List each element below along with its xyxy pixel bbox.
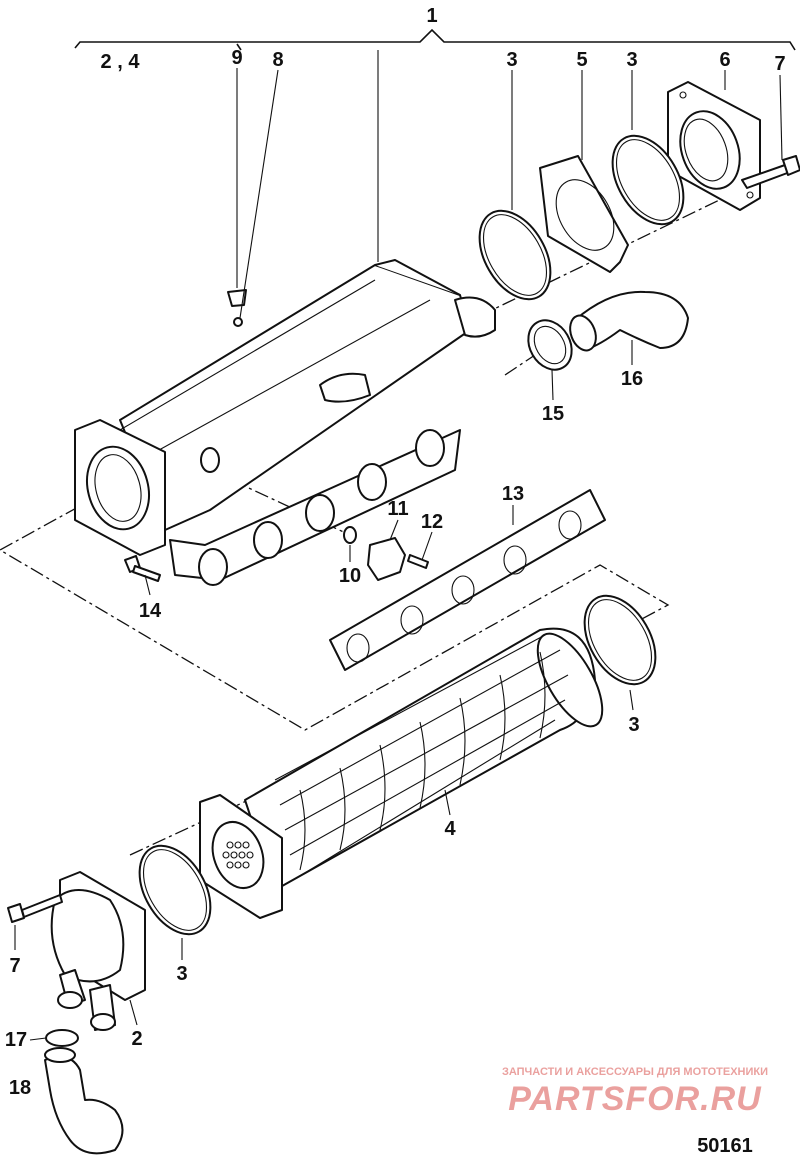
callout-14: 14: [139, 600, 162, 622]
callout-3-d: 3: [176, 963, 187, 985]
cap-part-9: [227, 289, 247, 307]
callout-11: 11: [387, 498, 408, 520]
callout-17: 17: [5, 1029, 27, 1051]
bolt-part-7-top: [741, 155, 800, 189]
callout-8: 8: [272, 49, 283, 71]
callout-4: 4: [444, 818, 456, 840]
sensor-part-11: [367, 537, 406, 581]
callout-10: 10: [339, 565, 361, 587]
o-ring-part-3-bottom: [138, 844, 212, 936]
assembly-bracket: [74, 28, 796, 51]
figure-number: 50161: [697, 1135, 753, 1157]
callout-7-b: 7: [9, 955, 20, 977]
hose-part-18: [44, 1047, 124, 1155]
callout-2: 2: [131, 1028, 142, 1050]
gasket-part-13: [329, 489, 606, 671]
clamp-part-15: [527, 319, 573, 371]
bolt-part-7-bottom: [7, 894, 63, 923]
callout-1: 1: [426, 5, 437, 27]
hose-part-16: [569, 290, 689, 352]
gasket-part-5: [539, 155, 629, 273]
end-cap-part-2: [50, 871, 146, 1031]
callout-15: 15: [542, 403, 564, 425]
callout-7-a: 7: [774, 53, 785, 75]
callout-3-c: 3: [628, 714, 639, 736]
screw-part-12: [407, 554, 429, 569]
callout-6: 6: [719, 49, 730, 71]
callout-3-a: 3: [506, 49, 517, 71]
end-cap-part-6: [667, 81, 761, 211]
o-ring-part-3-bottom-inner: [142, 849, 208, 931]
callout-2-4: 2 , 4: [101, 51, 141, 73]
tube-bundle-part-4: [199, 627, 604, 919]
tube-sheet-holes: [222, 841, 254, 869]
o-ring-part-8: [233, 317, 243, 327]
bolt-part-14: [124, 555, 161, 582]
o-ring-part-3-mid: [478, 209, 552, 301]
o-ring-part-3-top-inner: [615, 139, 681, 221]
o-ring-part-3-mid-inner: [482, 214, 548, 296]
callout-16: 16: [621, 368, 643, 390]
manifold-part-1: [74, 259, 496, 586]
callout-9: 9: [231, 47, 242, 69]
callout-labels: 1 2 , 4 9 8 3 5 3 6 7 16 15 13 11 12 10 …: [5, 5, 786, 1099]
o-ring-part-3-right-inner: [587, 599, 653, 681]
callout-13: 13: [502, 483, 524, 505]
o-ring-part-3-right: [583, 594, 657, 686]
watermark-logo-text: PARTSFOR.RU: [508, 1080, 762, 1118]
o-ring-part-10: [343, 526, 357, 544]
clamp-part-17: [45, 1029, 79, 1047]
callout-18: 18: [9, 1077, 31, 1099]
watermark-small-text: ЗАПЧАСТИ И АКСЕССУАРЫ ДЛЯ МОТОТЕХНИКИ: [502, 1066, 768, 1078]
o-ring-part-3-top: [611, 134, 685, 226]
callout-3-b: 3: [626, 49, 637, 71]
callout-5: 5: [576, 49, 587, 71]
watermark: ЗАПЧАСТИ И АКСЕССУАРЫ ДЛЯ МОТОТЕХНИКИ PA…: [502, 1066, 768, 1118]
leader-lines: [14, 50, 783, 1041]
callout-12: 12: [421, 511, 443, 533]
